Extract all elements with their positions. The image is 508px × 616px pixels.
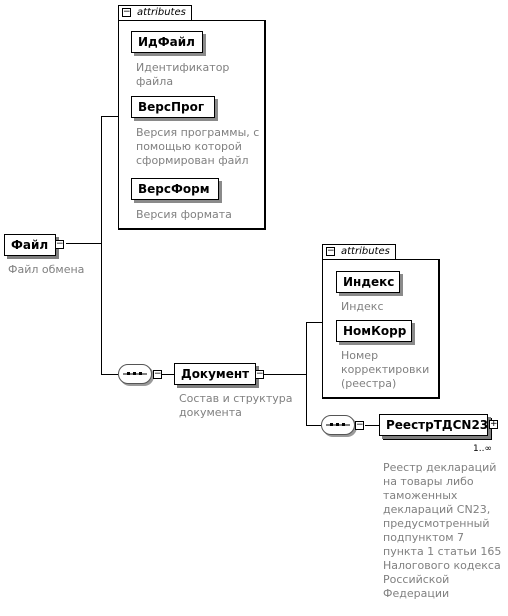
element-document-label: Документ bbox=[181, 367, 250, 381]
sequence-compositor-2[interactable] bbox=[321, 415, 355, 435]
attribute-nomkorr-description: Номер корректировки (реестра) bbox=[341, 349, 430, 390]
attribute-versprog-description: Версия программы, с помощью которой сфор… bbox=[136, 126, 260, 167]
connector-to-doc-attrs bbox=[306, 322, 322, 323]
attribute-nomkorr-label: НомКорр bbox=[343, 324, 407, 338]
connector-seq2-registry bbox=[365, 425, 379, 426]
document-attributes-collapse-icon[interactable]: − bbox=[326, 246, 335, 256]
document-collapse-icon[interactable]: − bbox=[255, 369, 264, 379]
attribute-idfile-label: ИдФайл bbox=[138, 35, 195, 49]
attribute-idfile[interactable]: ИдФайл bbox=[131, 31, 203, 53]
registry-description: Реестр деклараций на товары либо таможен… bbox=[383, 461, 502, 600]
registry-cardinality: 1..∞ bbox=[473, 444, 492, 454]
sequence-compositor[interactable] bbox=[118, 364, 152, 384]
root-element-file[interactable]: Файл bbox=[4, 234, 56, 256]
connector-doc-h bbox=[264, 374, 307, 375]
connector-seq1-doc bbox=[162, 374, 174, 375]
element-document[interactable]: Документ bbox=[174, 363, 256, 385]
connector-root-v bbox=[101, 116, 102, 374]
attribute-versprog-label: ВерсПрог bbox=[138, 100, 205, 114]
file-attributes-collapse-icon[interactable]: − bbox=[122, 7, 131, 17]
connector-to-sequence1 bbox=[101, 374, 118, 375]
root-collapse-icon[interactable]: − bbox=[55, 239, 64, 249]
attribute-index[interactable]: Индекс bbox=[336, 271, 400, 293]
attribute-index-label: Индекс bbox=[343, 275, 395, 289]
document-description: Состав и структура документа bbox=[179, 392, 293, 419]
attribute-versform-description: Версия формата bbox=[136, 208, 232, 221]
attribute-versform-label: ВерсФорм bbox=[138, 182, 210, 196]
attribute-versform[interactable]: ВерсФорм bbox=[131, 178, 219, 200]
document-attributes-label: attributes bbox=[341, 246, 390, 257]
sequence-icon-2 bbox=[326, 423, 350, 426]
sequence-icon bbox=[123, 372, 147, 375]
file-attributes-label: attributes bbox=[137, 7, 186, 18]
connector-root-h bbox=[66, 243, 102, 244]
element-registry-label: РеестрТДCN23 bbox=[386, 418, 489, 432]
file-attributes-tab[interactable]: attributes bbox=[118, 5, 192, 21]
element-registry[interactable]: РеестрТДCN23 bbox=[379, 414, 488, 436]
root-element-label: Файл bbox=[11, 238, 49, 252]
document-attributes-tab[interactable]: attributes bbox=[322, 244, 396, 260]
connector-to-sequence2 bbox=[306, 425, 321, 426]
attribute-idfile-description: Идентификатор файла bbox=[136, 61, 230, 88]
root-description: Файл обмена bbox=[8, 263, 85, 276]
registry-expand-icon[interactable]: + bbox=[489, 419, 498, 429]
attribute-versprog[interactable]: ВерсПрог bbox=[131, 96, 215, 118]
attribute-index-description: Индекс bbox=[341, 300, 384, 313]
connector-to-file-attrs bbox=[101, 116, 119, 117]
sequence-collapse-icon[interactable]: − bbox=[153, 369, 162, 379]
connector-doc-v bbox=[306, 322, 307, 425]
attribute-nomkorr[interactable]: НомКорр bbox=[336, 320, 412, 342]
sequence-2-collapse-icon[interactable]: − bbox=[355, 420, 364, 430]
